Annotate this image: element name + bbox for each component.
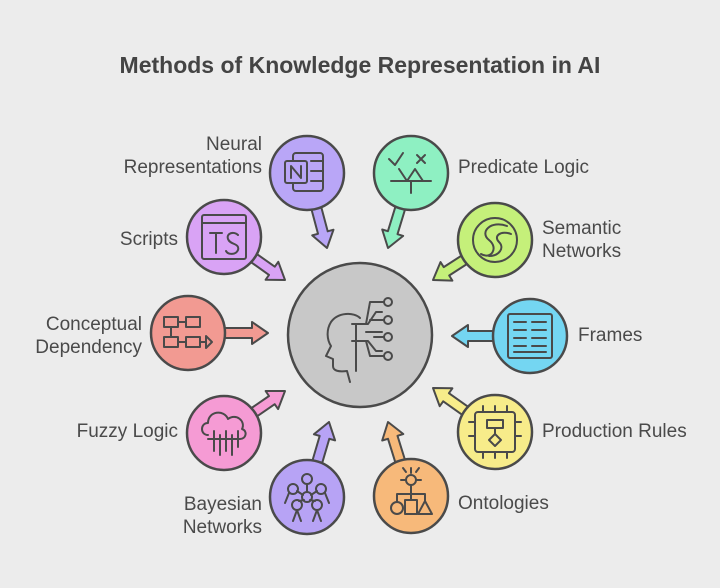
- label-predicate-logic: Predicate Logic: [458, 157, 589, 178]
- cloud-data-icon: [201, 411, 247, 456]
- node-scripts: [185, 198, 263, 276]
- label-conceptual-dependency: Conceptual Dependency: [35, 314, 142, 358]
- ts-file-icon: [201, 214, 247, 260]
- hierarchy-shapes-icon: [390, 467, 433, 515]
- label-neural-representations: Neural Representations: [123, 134, 262, 178]
- node-network-icon: [284, 473, 330, 522]
- node-ontologies: [372, 457, 450, 535]
- label-ontologies: Ontologies: [458, 493, 549, 514]
- logic-flow-icon: [388, 152, 432, 194]
- node-predicate-logic: [372, 134, 450, 212]
- node-production-rules: [456, 393, 534, 471]
- node-frames: [491, 297, 569, 375]
- node-fuzzy-logic: [185, 394, 263, 472]
- hub-node: [286, 261, 434, 409]
- label-bayesian-networks: Bayesian Networks: [182, 494, 262, 538]
- label-fuzzy-logic: Fuzzy Logic: [76, 421, 178, 442]
- node-conceptual-dependency: [149, 294, 227, 372]
- head-circuit-icon: [325, 297, 393, 383]
- document-frame-icon: [507, 313, 553, 359]
- onenote-icon: [284, 152, 324, 192]
- node-semantic-networks: [456, 201, 534, 279]
- chip-flow-icon: [468, 405, 522, 459]
- label-production-rules: Production Rules: [542, 421, 687, 442]
- label-semantic-networks: Semantic Networks: [542, 218, 622, 262]
- diagram-title: Methods of Knowledge Representation in A…: [119, 52, 601, 78]
- node-bayesian-networks: [268, 458, 346, 536]
- label-scripts: Scripts: [119, 229, 178, 250]
- node-neural-representations: [268, 134, 346, 212]
- label-frames: Frames: [578, 325, 643, 346]
- flowchart-icon: [163, 316, 213, 349]
- s-swirl-icon: [472, 217, 518, 263]
